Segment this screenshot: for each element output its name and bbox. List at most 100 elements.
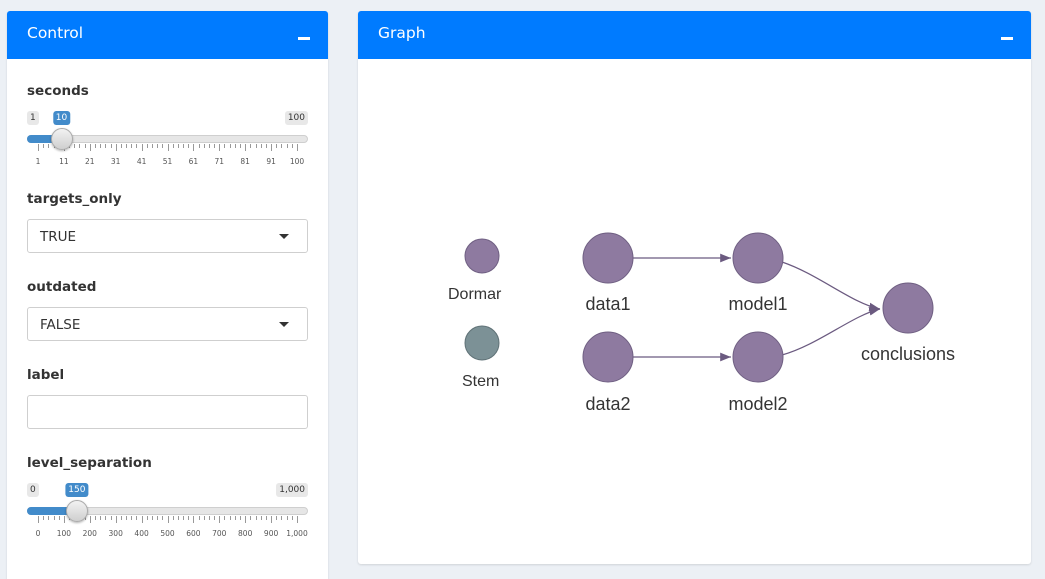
seconds-minor-tick xyxy=(136,144,138,148)
seconds-major-tick xyxy=(141,144,143,151)
targets-only-value: TRUE xyxy=(40,229,77,245)
level-separation-minor-tick xyxy=(260,516,262,520)
seconds-grid-label: 21 xyxy=(85,157,95,166)
level-separation-minor-tick xyxy=(131,516,133,520)
seconds-minor-tick xyxy=(126,144,128,148)
seconds-minor-tick xyxy=(260,144,262,148)
edge-model1-conclusions xyxy=(781,261,881,312)
seconds-minor-tick xyxy=(151,144,153,148)
node-model1-label: model1 xyxy=(728,294,787,314)
seconds-minor-tick xyxy=(131,144,133,148)
level-separation-minor-tick xyxy=(120,516,122,520)
seconds-min-label: 1 xyxy=(27,111,39,125)
level-separation-major-tick xyxy=(193,516,195,523)
level-separation-grid-label: 500 xyxy=(160,529,175,538)
label-field-label: label xyxy=(27,367,65,383)
level-separation-min-label: 0 xyxy=(27,483,39,497)
level-separation-minor-tick xyxy=(136,516,138,520)
legend-dormant-label: Dormar xyxy=(448,286,502,303)
level-separation-grid-label: 200 xyxy=(82,529,97,538)
outdated-select[interactable]: FALSE xyxy=(27,307,308,341)
level-separation-minor-tick xyxy=(110,516,112,520)
seconds-minor-tick xyxy=(291,144,293,148)
seconds-minor-tick xyxy=(94,144,96,148)
node-data2[interactable] xyxy=(582,331,634,383)
node-model1[interactable] xyxy=(732,232,784,284)
seconds-major-tick xyxy=(89,144,91,151)
level-separation-minor-tick xyxy=(183,516,185,520)
seconds-minor-tick xyxy=(48,144,50,148)
level-separation-minor-tick xyxy=(58,516,60,520)
collapse-graph-button[interactable] xyxy=(1001,37,1013,40)
seconds-major-tick xyxy=(193,144,195,151)
seconds-major-tick xyxy=(297,144,298,151)
level-separation-minor-tick xyxy=(48,516,50,520)
level-separation-minor-tick xyxy=(240,516,242,520)
seconds-ticks xyxy=(27,144,308,156)
seconds-minor-tick xyxy=(100,144,102,148)
seconds-minor-tick xyxy=(43,144,45,148)
level-separation-minor-tick xyxy=(229,516,231,520)
level-separation-grid-label: 900 xyxy=(263,529,279,538)
node-model2[interactable] xyxy=(732,331,784,383)
level-separation-minor-tick xyxy=(157,516,159,520)
outdated-value: FALSE xyxy=(40,317,81,333)
level-separation-major-tick xyxy=(141,516,143,523)
seconds-minor-tick xyxy=(224,144,226,148)
chevron-down-icon xyxy=(279,322,289,327)
seconds-minor-tick xyxy=(286,144,288,148)
seconds-minor-tick xyxy=(188,144,190,148)
level-separation-minor-tick xyxy=(198,516,200,520)
seconds-minor-tick xyxy=(240,144,242,148)
seconds-minor-tick xyxy=(74,144,76,148)
level-separation-minor-tick xyxy=(250,516,252,520)
seconds-minor-tick xyxy=(110,144,112,148)
seconds-fill xyxy=(27,135,62,143)
level-separation-minor-tick xyxy=(43,516,45,520)
seconds-grid-label: 81 xyxy=(240,157,250,166)
seconds-handle[interactable] xyxy=(50,128,73,150)
node-data1[interactable] xyxy=(582,232,634,284)
level-separation-minor-tick xyxy=(234,516,236,520)
level-separation-minor-tick xyxy=(208,516,210,520)
seconds-minor-tick xyxy=(162,144,164,148)
legend-stem-node[interactable] xyxy=(464,325,500,361)
label-input[interactable] xyxy=(27,395,308,429)
seconds-major-tick xyxy=(271,144,273,151)
level-separation-minor-tick xyxy=(276,516,278,520)
level-separation-minor-tick xyxy=(94,516,96,520)
targets-only-select[interactable]: TRUE xyxy=(27,219,308,253)
seconds-minor-tick xyxy=(79,144,81,148)
node-conclusions[interactable] xyxy=(882,282,934,334)
level-separation-minor-tick xyxy=(100,516,102,520)
seconds-major-tick xyxy=(219,144,221,151)
seconds-minor-tick xyxy=(105,144,107,148)
level-separation-major-tick xyxy=(38,516,39,523)
level-separation-major-tick xyxy=(167,516,169,523)
seconds-grid-label: 91 xyxy=(266,157,276,166)
level-separation-minor-tick xyxy=(281,516,283,520)
seconds-minor-tick xyxy=(214,144,216,148)
targets-only-label: targets_only xyxy=(27,191,122,207)
level-separation-grid-label: 100 xyxy=(56,529,72,538)
level-separation-major-tick xyxy=(271,516,273,523)
level-separation-minor-tick xyxy=(172,516,174,520)
seconds-minor-tick xyxy=(229,144,231,148)
seconds-label: seconds xyxy=(27,83,89,99)
collapse-control-button[interactable] xyxy=(298,37,310,40)
level-separation-handle[interactable] xyxy=(65,500,88,522)
level-separation-minor-tick xyxy=(105,516,107,520)
level-separation-major-tick xyxy=(297,516,298,523)
dependency-graph[interactable]: Dormar Stem data1 data2 model1 model2 co… xyxy=(358,59,1031,564)
seconds-value-label: 10 xyxy=(52,111,71,125)
seconds-major-tick xyxy=(245,144,247,151)
legend-dormant-node[interactable] xyxy=(464,238,500,274)
level-separation-minor-tick xyxy=(286,516,288,520)
seconds-grid-label: 31 xyxy=(110,157,121,166)
level-separation-minor-tick xyxy=(214,516,216,520)
level-separation-minor-tick xyxy=(265,516,267,520)
seconds-max-label: 100 xyxy=(284,111,308,125)
seconds-minor-tick xyxy=(172,144,174,148)
